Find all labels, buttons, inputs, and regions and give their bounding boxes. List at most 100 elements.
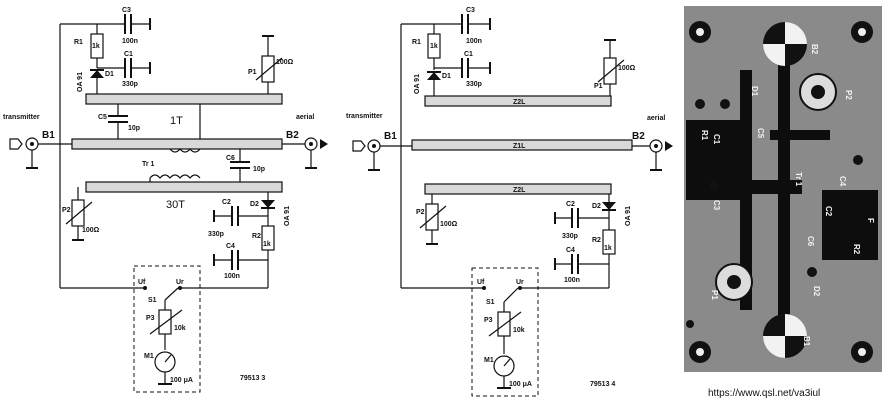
fig3-30t-label: 30T	[166, 199, 185, 211]
pcb-label-r1: R1	[700, 130, 709, 141]
pcb-pad-right	[822, 190, 878, 260]
fig3-strip-bottom	[85, 181, 283, 193]
fig4-p1-value: 100Ω	[618, 65, 636, 72]
fig4-c1-label: C1	[464, 51, 473, 58]
fig3-ur-label: Ur	[176, 279, 184, 286]
fig3-c2-label: C2	[222, 199, 231, 206]
fig3-1t-label: 1T	[170, 115, 183, 127]
pcb-label-c4: C4	[838, 176, 847, 187]
fig3-p2-label: P2	[62, 207, 71, 214]
pcb-label-c3: C3	[712, 200, 721, 211]
fig3-r1-label: R1	[74, 39, 83, 46]
fig3-c1-value: 330p	[122, 81, 138, 88]
fig3-c6-value: 10p	[253, 166, 265, 173]
fig3-oa91-top-label: OA 91	[77, 72, 84, 92]
fig4-strip-z2l-top	[424, 95, 612, 107]
fig4-c3-value: 100n	[466, 38, 482, 45]
pcb-label-c6: C6	[806, 236, 815, 247]
fig3-output-arrow	[320, 139, 328, 149]
fig4-m1-label: M1	[484, 357, 494, 364]
fig4-uf-label: Uf	[477, 279, 485, 286]
fig3-oa91-bottom-label: OA 91	[284, 206, 291, 226]
fig3-c3-value: 100n	[122, 38, 138, 45]
fig3-d1-label: D1	[105, 71, 114, 78]
fig3-c1-label: C1	[124, 51, 133, 58]
fig4-s1-label: S1	[486, 299, 495, 306]
fig4-oa91-top-label: OA 91	[414, 74, 421, 94]
fig3-c5-value: 10p	[128, 125, 140, 132]
fig4-p2-label: P2	[416, 209, 425, 216]
fig3-p2-trimmer	[71, 199, 85, 227]
fig4-c2-value: 330p	[562, 233, 578, 240]
fig4-s1-switch	[503, 287, 519, 303]
fig4-d2-label: D2	[592, 203, 601, 210]
pcb-layout: B2 B1 D1 C5 R1 C1 C3 P2 Tr 1 C4 C2 F C6 …	[684, 6, 882, 372]
fig4-p2-value: 100Ω	[440, 221, 458, 228]
pcb-label-f: F	[866, 218, 875, 223]
fig4-z2l-top-label: Z2L	[513, 99, 526, 106]
fig4-ur-label: Ur	[516, 279, 524, 286]
fig4-b1-label: B1	[384, 131, 397, 142]
fig3-meter-box	[133, 265, 201, 393]
fig3-b1-pin	[30, 142, 34, 146]
fig3-d1-diode	[90, 70, 104, 78]
fig4-p2-trimmer	[425, 203, 439, 231]
fig3-input-arrow	[9, 138, 23, 150]
figure-3-schematic: transmitter aerial B1 B2 C3 100n R1 1k C…	[3, 7, 328, 393]
fig4-z2l-bottom-label: Z2L	[513, 187, 526, 194]
fig4-c3-label: C3	[466, 7, 475, 14]
fig3-c6-label: C6	[226, 155, 235, 162]
fig4-output-arrow	[665, 141, 673, 151]
fig3-b1-label: B1	[42, 130, 55, 141]
fig4-p3-value: 10k	[513, 327, 525, 334]
fig4-p1-trimmer	[603, 57, 617, 85]
pcb-label-c1: C1	[712, 134, 721, 145]
pcb-label-c2: C2	[824, 206, 833, 217]
pcb-label-b1: B1	[802, 336, 811, 347]
fig3-m1-label: M1	[144, 353, 154, 360]
fig3-c4-label: C4	[226, 243, 235, 250]
pcb-trace-left	[740, 70, 752, 310]
fig4-strip-z1l	[411, 139, 633, 151]
fig3-r2-value: 1k	[263, 241, 271, 248]
fig4-d1-label: D1	[442, 73, 451, 80]
fig3-strip-top	[85, 93, 283, 105]
fig3-p1-value: 100Ω	[276, 59, 294, 66]
pcb-label-tr1: Tr 1	[794, 172, 803, 187]
fig3-s1-label: S1	[148, 297, 157, 304]
fig4-p3-label: P3	[484, 317, 493, 324]
fig3-p1-trimmer	[261, 55, 275, 83]
fig3-r2-label: R2	[252, 233, 261, 240]
pcb-label-d2: D2	[812, 286, 821, 297]
fig4-input-arrow	[352, 140, 366, 152]
pcb-label-b2: B2	[810, 44, 819, 55]
fig4-transmitter-label: transmitter	[346, 113, 383, 120]
fig4-m1-value: 100 μA	[509, 381, 532, 388]
fig3-strip-main	[71, 138, 283, 150]
fig3-b2-label: B2	[286, 130, 299, 141]
fig3-s1-switch	[164, 287, 179, 301]
fig3-aerial-label: aerial	[296, 114, 314, 121]
pcb-label-p2: P2	[844, 90, 853, 100]
fig4-c1-value: 330p	[466, 81, 482, 88]
fig3-uf-label: Uf	[138, 279, 146, 286]
fig3-m1-value: 100 μA	[170, 377, 193, 384]
fig4-c4-value: 100n	[564, 277, 580, 284]
fig3-p3-value: 10k	[174, 325, 186, 332]
pcb-label-d1: D1	[750, 86, 759, 97]
fig3-c5-label: C5	[98, 114, 107, 121]
fig4-b2-label: B2	[632, 131, 645, 142]
fig3-transmitter-label: transmitter	[3, 114, 40, 121]
fig3-d2-label: D2	[250, 201, 259, 208]
fig4-strip-z2l-bottom	[424, 183, 612, 195]
fig3-tr1-label: Tr 1	[142, 161, 155, 168]
fig4-r1-label: R1	[412, 39, 421, 46]
fig3-c2-value: 330p	[208, 231, 224, 238]
fig3-p1-label: P1	[248, 69, 257, 76]
fig4-aerial-label: aerial	[647, 115, 665, 122]
fig4-meter-box	[471, 267, 539, 397]
pcb-tr1-body	[752, 180, 802, 194]
pcb-trace-mid	[770, 130, 830, 140]
fig4-r1-value: 1k	[430, 43, 438, 50]
